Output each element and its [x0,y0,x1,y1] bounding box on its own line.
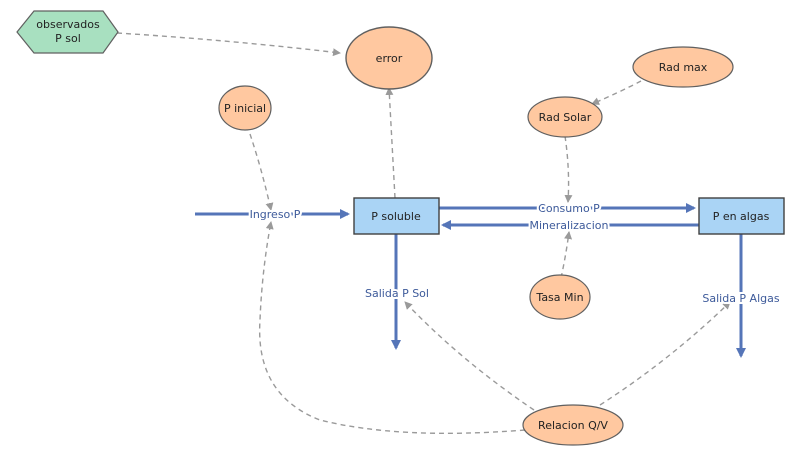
link-radmax-to-radsolar [591,80,642,105]
link-relacion-to-ingreso [258,221,526,435]
rad-solar-label: Rad Solar [539,111,592,124]
flow-label-consumo-p: Consumo P [538,202,600,215]
node-error[interactable]: error [345,26,433,90]
node-relacion-q-v[interactable]: Relacion Q/V [522,404,624,446]
error-label: error [376,52,403,65]
node-observados-p-sol[interactable]: observados P sol [16,10,119,54]
flow-label-salida-p-sol: Salida P Sol [365,287,429,300]
stock-p-en-algas[interactable]: P en algas [698,197,785,235]
link-relacion-to-salidaalgas [599,301,731,406]
node-rad-max[interactable]: Rad max [632,46,734,88]
tasa-min-label: Tasa Min [535,291,583,304]
link-radsolar-to-consumo [564,135,573,203]
link-pinicial-to-ingreso [249,133,274,211]
link-tasamin-to-mineralizacion [560,231,573,279]
p-en-algas-label: P en algas [713,210,770,223]
rad-max-label: Rad max [659,61,708,74]
link-relacion-to-salidasol [404,301,535,411]
flow-label-salida-p-algas: Salida P Algas [702,292,779,305]
stock-p-soluble[interactable]: P soluble [353,197,440,235]
node-p-inicial[interactable]: P inicial [218,85,272,131]
flow-label-mineralizacion: Mineralizacion [530,219,609,232]
link-psoluble-to-error [385,87,396,199]
relacion-q-v-label: Relacion Q/V [538,419,608,432]
observados-line1: observados [36,18,100,31]
link-observados-to-error [116,32,341,57]
node-rad-solar[interactable]: Rad Solar [527,96,603,138]
p-soluble-label: P soluble [371,210,421,223]
node-tasa-min[interactable]: Tasa Min [529,274,591,320]
flow-label-ingreso-p: Ingreso P [250,208,301,221]
observados-line2: P sol [55,32,81,45]
p-inicial-label: P inicial [224,102,266,115]
